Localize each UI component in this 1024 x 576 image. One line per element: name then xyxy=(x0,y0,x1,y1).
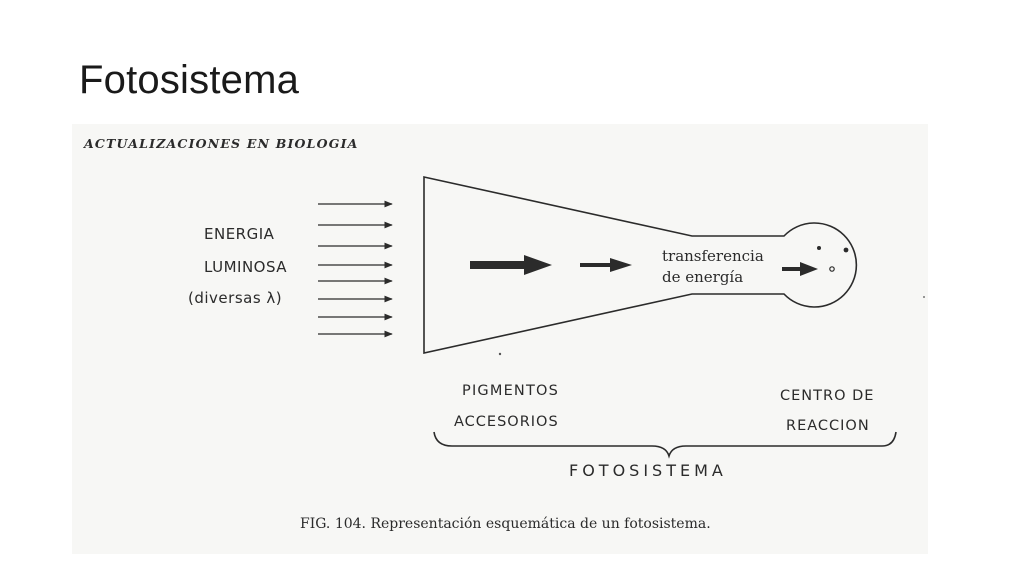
transfer-label-line2: de energía xyxy=(662,268,743,286)
energy-arrow-medium xyxy=(580,258,632,272)
slide-title: Fotosistema xyxy=(79,58,300,102)
group-brace xyxy=(433,431,897,459)
scan-speck xyxy=(498,352,502,356)
pigment-dot xyxy=(829,266,835,272)
source-header: ACTUALIZACIONES EN BIOLOGIA xyxy=(83,136,359,151)
funnel-outline xyxy=(423,176,858,354)
energy-arrow-small xyxy=(782,262,818,276)
pigment-dot xyxy=(843,247,849,253)
right-part-line1: CENTRO DE xyxy=(780,388,874,404)
transfer-label-line1: transferencia xyxy=(662,247,764,265)
reaction-center-pigments xyxy=(817,246,849,272)
energy-transfer-arrows xyxy=(470,255,818,276)
incoming-light-arrows xyxy=(318,200,393,338)
input-label-line2: LUMINOSA xyxy=(204,258,287,276)
scanned-figure: ACTUALIZACIONES EN BIOLOGIA ENERGIA LUMI… xyxy=(72,124,928,554)
energy-arrow-large xyxy=(470,255,552,275)
left-part-line1: PIGMENTOS xyxy=(462,383,559,399)
figure-caption: FIG. 104. Representación esquemática de … xyxy=(300,516,711,532)
left-part-line2: ACCESORIOS xyxy=(454,414,559,430)
right-part-line2: REACCION xyxy=(786,418,870,434)
group-label: FOTOSISTEMA xyxy=(569,461,727,480)
input-label-line3: (diversas λ) xyxy=(188,289,282,307)
input-label-line1: ENERGIA xyxy=(204,225,275,243)
scan-speck xyxy=(923,296,925,298)
photosystem-diagram: ACTUALIZACIONES EN BIOLOGIA ENERGIA LUMI… xyxy=(83,136,925,532)
pigment-dot xyxy=(817,246,821,250)
